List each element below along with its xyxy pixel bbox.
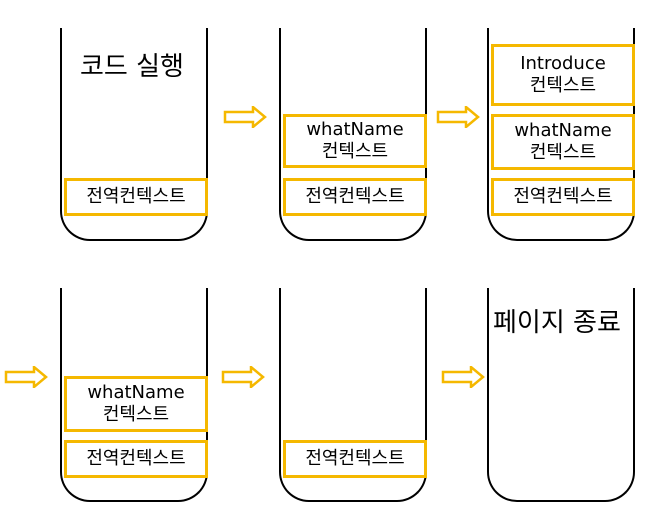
frame-whatname-name: whatName	[306, 119, 404, 140]
frame-introduce-name: Introduce	[520, 53, 606, 74]
frame-global-text: 전역컨텍스트	[305, 448, 405, 469]
frame-whatname: whatName 컨텍스트	[283, 114, 427, 168]
frame-global: 전역컨텍스트	[64, 178, 208, 216]
frame-whatname-suffix: 컨텍스트	[529, 142, 597, 163]
frame-global: 전역컨텍스트	[64, 440, 208, 478]
call-stack-5: 전역컨텍스트	[279, 288, 427, 502]
frame-whatname-suffix: 컨텍스트	[102, 404, 170, 425]
frame-whatname-name: whatName	[87, 382, 185, 403]
frame-whatname: whatName 컨텍스트	[64, 376, 208, 432]
stack-label-code-run: 코드 실행	[80, 52, 184, 82]
frame-whatname-name: whatName	[514, 120, 612, 141]
frame-global-text: 전역컨텍스트	[86, 186, 186, 207]
arrow-right-icon	[436, 106, 480, 128]
arrow-right-icon	[221, 366, 265, 388]
frame-introduce: Introduce 컨텍스트	[491, 44, 635, 106]
frame-global: 전역컨텍스트	[283, 178, 427, 216]
frame-global: 전역컨텍스트	[283, 440, 427, 478]
frame-whatname-suffix: 컨텍스트	[321, 141, 389, 162]
arrow-right-icon	[441, 366, 485, 388]
arrow-right-icon	[223, 106, 267, 128]
frame-global-text: 전역컨텍스트	[513, 186, 613, 207]
frame-global-text: 전역컨텍스트	[86, 448, 186, 469]
frame-global-text: 전역컨텍스트	[305, 186, 405, 207]
call-stack-1: 코드 실행 전역컨텍스트	[60, 28, 208, 241]
frame-whatname: whatName 컨텍스트	[491, 114, 635, 170]
call-stack-2: whatName 컨텍스트 전역컨텍스트	[279, 28, 427, 241]
call-stack-4: whatName 컨텍스트 전역컨텍스트	[60, 288, 208, 502]
frame-global: 전역컨텍스트	[491, 178, 635, 216]
arrow-right-icon	[4, 366, 48, 388]
call-stack-6: 페이지 종료	[487, 288, 635, 502]
frame-introduce-suffix: 컨텍스트	[529, 75, 597, 96]
call-stack-3: Introduce 컨텍스트 whatName 컨텍스트 전역컨텍스트	[487, 28, 635, 241]
stack-label-page-end: 페이지 종료	[493, 308, 621, 338]
